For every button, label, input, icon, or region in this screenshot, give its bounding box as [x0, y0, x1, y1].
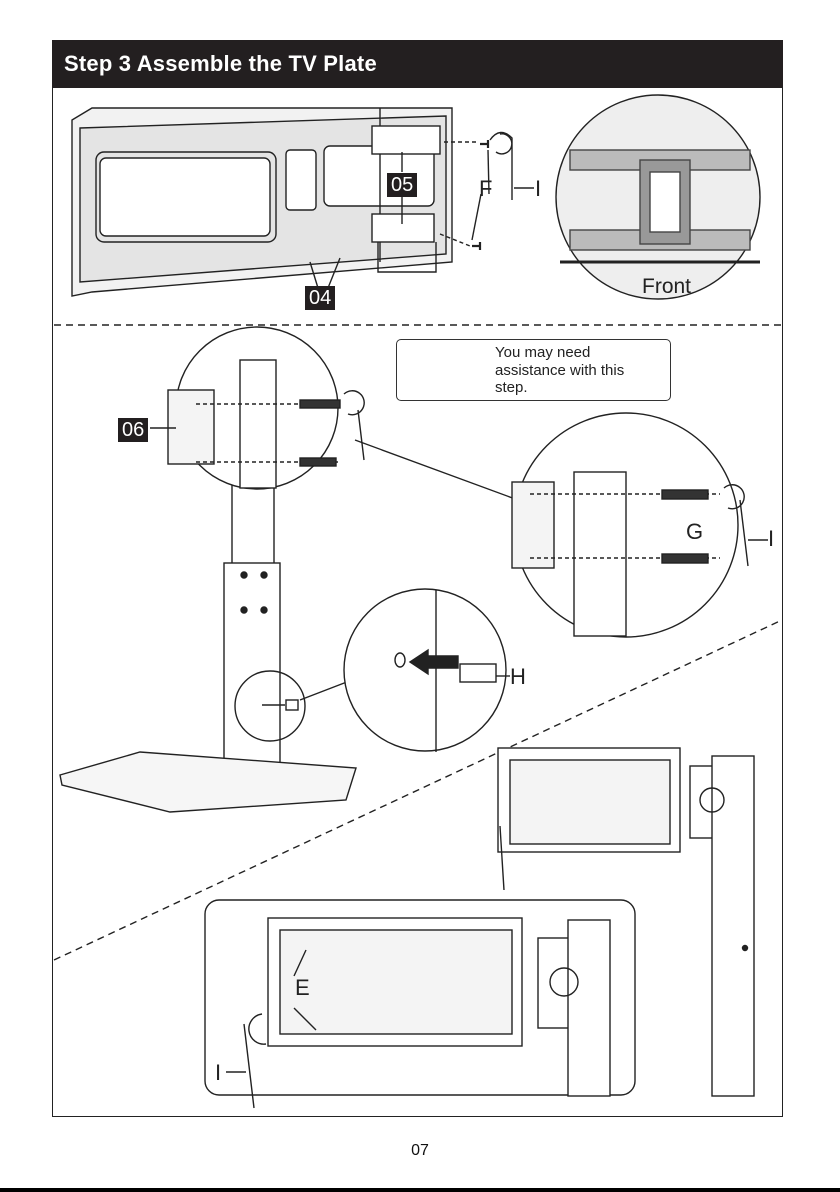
screw-e-label: E	[295, 975, 310, 1001]
screw-g-label: G	[686, 519, 703, 545]
part-06-tag: 06	[118, 418, 148, 442]
screw-f-label: F	[479, 176, 492, 202]
front-view-label: Front	[642, 275, 691, 299]
part-05-tag: 05	[387, 173, 417, 197]
cap-h-label: H	[510, 664, 526, 690]
caution-note: You may need assistance with this step.	[396, 339, 671, 401]
tv-plate-drawing	[72, 108, 534, 296]
page-number: 07	[0, 1142, 840, 1160]
wrench-i-label-bottom: I	[215, 1060, 221, 1086]
part-04-tag: 04	[305, 286, 335, 310]
caution-text: You may need assistance with this step.	[495, 344, 624, 397]
wrench-i-label-right: I	[768, 526, 774, 552]
final-assembly-box	[205, 900, 635, 1108]
caution-text-line-3: step.	[495, 379, 624, 397]
front-detail-circle	[556, 95, 760, 299]
caution-text-line-1: You may need	[495, 344, 624, 362]
caution-text-line-2: assistance with this	[495, 362, 624, 380]
screw-g-detail-circle	[512, 413, 768, 637]
cap-h-detail-circle	[344, 589, 510, 752]
bracket-detail-circle	[150, 327, 364, 489]
bottom-rule	[0, 1188, 840, 1192]
wrench-i-label-top: I	[535, 176, 541, 202]
